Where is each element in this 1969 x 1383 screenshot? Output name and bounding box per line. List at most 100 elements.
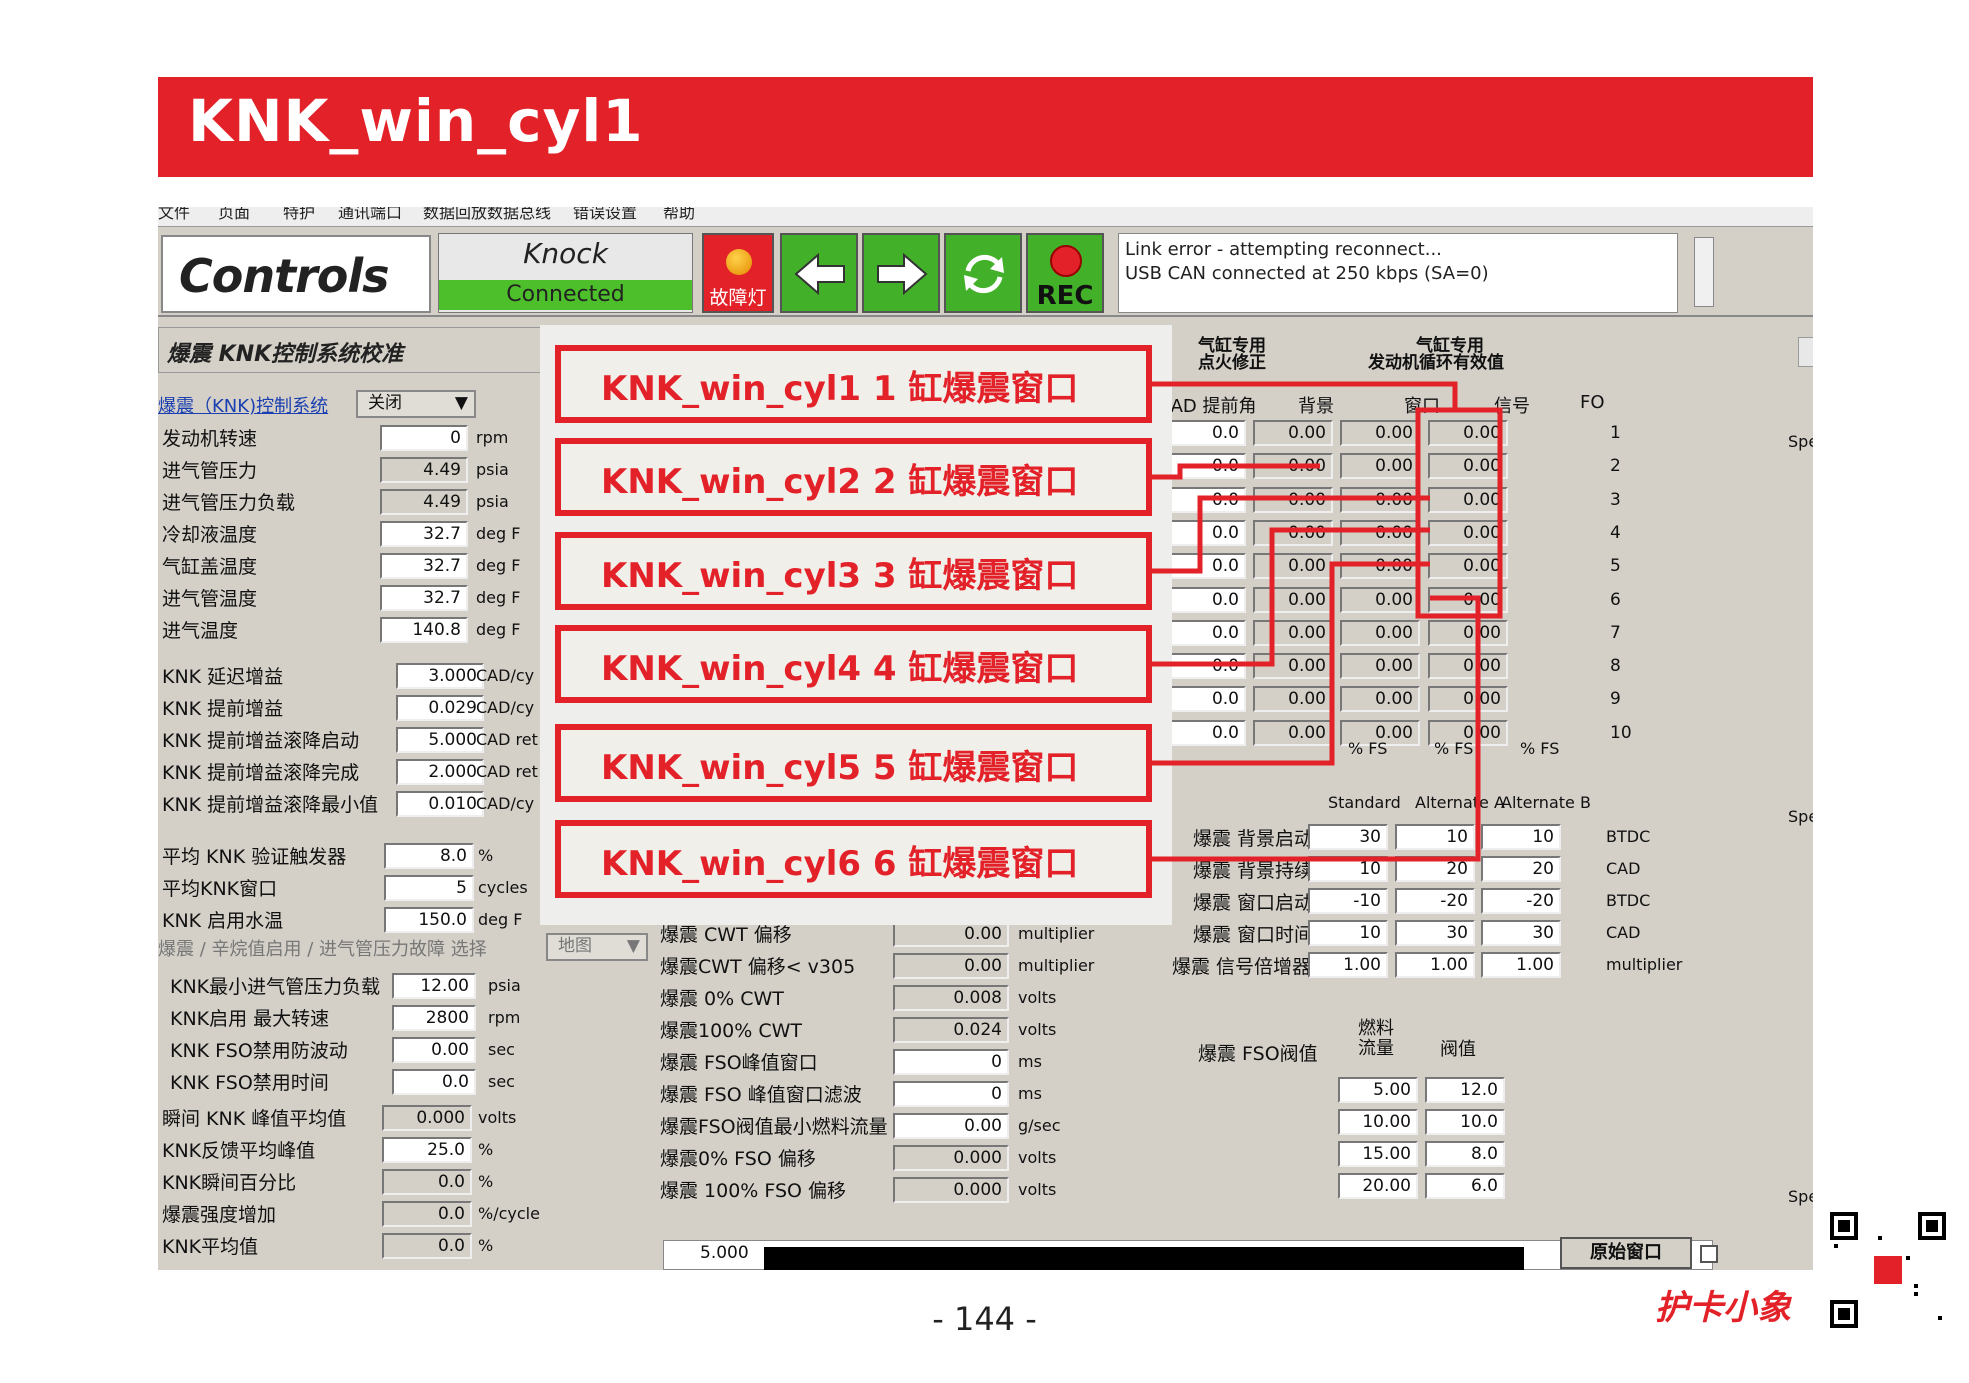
param-value-field[interactable]: 150.0	[384, 907, 474, 933]
knk-system-select[interactable]: 关闭 ▼	[356, 390, 476, 418]
menu-item[interactable]: 数据回放数据总线	[423, 207, 552, 222]
param-label: KNK 启用水温	[162, 910, 284, 932]
param-unit: %/cycle	[478, 1204, 540, 1223]
fso-cell[interactable]: 20.00	[1338, 1173, 1418, 1199]
fault-lamp-button[interactable]: 故障灯	[702, 233, 774, 313]
cyl-cell[interactable]: 0.0	[1160, 653, 1246, 680]
window-cell[interactable]: 30	[1481, 920, 1561, 946]
param-value-field[interactable]: 0.010	[396, 791, 484, 817]
param-value-field[interactable]: 0.00	[392, 1037, 476, 1063]
fso-cell[interactable]: 5.00	[1338, 1077, 1418, 1103]
panel-title-box: 爆震 KNK控制系统校准	[158, 327, 548, 373]
chevron-down-icon: ▼	[626, 936, 640, 956]
window-cell[interactable]: -20	[1395, 888, 1475, 914]
param-value-field[interactable]: 2800	[392, 1005, 476, 1031]
cyl-cell: 0.00	[1253, 719, 1333, 746]
param-value-field[interactable]: 3.000	[396, 663, 484, 689]
cyl-cell[interactable]: 0.0	[1160, 586, 1246, 613]
window-cell[interactable]: 1.00	[1395, 952, 1475, 978]
cyl-cell[interactable]: 0.0	[1160, 486, 1246, 513]
forward-button[interactable]	[862, 233, 940, 313]
menu-item[interactable]: 页面	[218, 207, 251, 222]
param-value-field[interactable]: 8.0	[384, 843, 474, 869]
menu-item[interactable]: 特护	[283, 207, 316, 222]
param-value-field: 0.0	[382, 1233, 472, 1259]
window-cell[interactable]: 30	[1308, 824, 1388, 850]
window-cell[interactable]: 30	[1395, 920, 1475, 946]
param-label: 爆震 100% FSO 偏移	[660, 1180, 847, 1202]
window-cell[interactable]: -20	[1481, 888, 1561, 914]
param-unit: rpm	[476, 428, 509, 447]
window-cell[interactable]: 10	[1481, 824, 1561, 850]
cyl-cell: 0.00	[1253, 619, 1333, 646]
side-panel-control[interactable]	[1798, 337, 1813, 367]
cyl-cell[interactable]: 0.0	[1160, 420, 1246, 446]
cyl-cell: 0.00	[1253, 420, 1333, 446]
param-unit: deg F	[476, 588, 521, 607]
param-value-field[interactable]: 0	[893, 1049, 1009, 1075]
message-line: Link error - attempting reconnect...	[1125, 239, 1442, 260]
refresh-button[interactable]	[944, 233, 1022, 313]
message-scrollbar[interactable]	[1694, 237, 1714, 307]
param-value-field[interactable]: 5	[384, 875, 474, 901]
window-row-label: 爆震 背景持续	[1193, 860, 1314, 882]
window-cell[interactable]: 10	[1308, 920, 1388, 946]
cyl-number: 3	[1610, 489, 1621, 510]
window-row-label: 爆震 背景启动	[1193, 828, 1314, 850]
window-cell[interactable]: 10	[1308, 856, 1388, 882]
window-cell[interactable]: 1.00	[1308, 952, 1388, 978]
fso-cell[interactable]: 10.0	[1425, 1109, 1505, 1135]
param-value-field[interactable]: 32.7	[380, 585, 468, 611]
param-value-field[interactable]: 0.0	[392, 1069, 476, 1095]
param-unit: ms	[1018, 1084, 1042, 1103]
original-window-button[interactable]: 原始窗口	[1560, 1237, 1692, 1269]
cyl-cell[interactable]: 0.0	[1160, 686, 1246, 713]
callout-box: KNK_win_cyl4 4 缸爆震窗口	[555, 625, 1152, 703]
menu-item[interactable]: 文件	[158, 207, 191, 222]
fso-cell[interactable]: 15.00	[1338, 1141, 1418, 1167]
window-cell[interactable]: 20	[1481, 856, 1561, 882]
param-value-field[interactable]: 0	[380, 425, 468, 451]
menu-item[interactable]: 错误设置	[573, 207, 638, 222]
window-cell[interactable]: 1.00	[1481, 952, 1561, 978]
menu-item[interactable]: 帮助	[663, 207, 696, 222]
back-button[interactable]	[780, 233, 858, 313]
fault-select-label: 爆震 / 辛烷值启用 / 进气管压力故障 选择	[158, 939, 487, 960]
fso-cell[interactable]: 6.0	[1425, 1173, 1505, 1199]
window-column-header: Alternate B	[1501, 793, 1591, 812]
cyl-cell[interactable]: 0.0	[1160, 519, 1246, 546]
cyl-number: 10	[1610, 722, 1632, 743]
param-unit: volts	[1018, 1180, 1057, 1199]
connection-status: Connected	[439, 280, 692, 310]
side-label: Spee	[1788, 807, 1813, 826]
arrow-left-icon	[794, 252, 845, 296]
record-button[interactable]: REC	[1026, 233, 1104, 313]
param-value-field[interactable]: 140.8	[380, 617, 468, 643]
window-cell[interactable]: 10	[1395, 824, 1475, 850]
fso-cell[interactable]: 12.0	[1425, 1077, 1505, 1103]
menu-item[interactable]: 通讯端口	[338, 207, 403, 222]
param-value-field[interactable]: 0.00	[893, 1113, 1009, 1139]
window-cell[interactable]: 20	[1395, 856, 1475, 882]
callout-box: KNK_win_cyl5 5 缸爆震窗口	[555, 724, 1152, 802]
fault-select[interactable]: 地图 ▼	[546, 933, 648, 961]
fso-cell[interactable]: 10.00	[1338, 1109, 1418, 1135]
toolbar: Controls Knock Connected 故障灯 REC Link er…	[158, 227, 1813, 317]
cyl-cell[interactable]: 0.0	[1160, 553, 1246, 580]
fso-cell[interactable]: 8.0	[1425, 1141, 1505, 1167]
cyl-cell[interactable]: 0.0	[1160, 619, 1246, 646]
param-value-field[interactable]: 32.7	[380, 521, 468, 547]
param-value-field[interactable]: 2.000	[396, 759, 484, 785]
param-unit: CAD/cy	[476, 666, 535, 685]
original-window-checkbox[interactable]	[1700, 1245, 1718, 1263]
window-cell[interactable]: -10	[1308, 888, 1388, 914]
param-value-field[interactable]: 0	[893, 1081, 1009, 1107]
param-value-field[interactable]: 12.00	[392, 973, 476, 999]
param-value-field[interactable]: 0.029	[396, 695, 484, 721]
param-value-field[interactable]: 5.000	[396, 727, 484, 753]
cyl-cell[interactable]: 0.0	[1160, 453, 1246, 480]
cyl-cell: 0.00	[1340, 420, 1420, 446]
param-value-field[interactable]: 25.0	[382, 1137, 472, 1163]
param-value-field[interactable]: 32.7	[380, 553, 468, 579]
cyl-cell[interactable]: 0.0	[1160, 719, 1246, 746]
